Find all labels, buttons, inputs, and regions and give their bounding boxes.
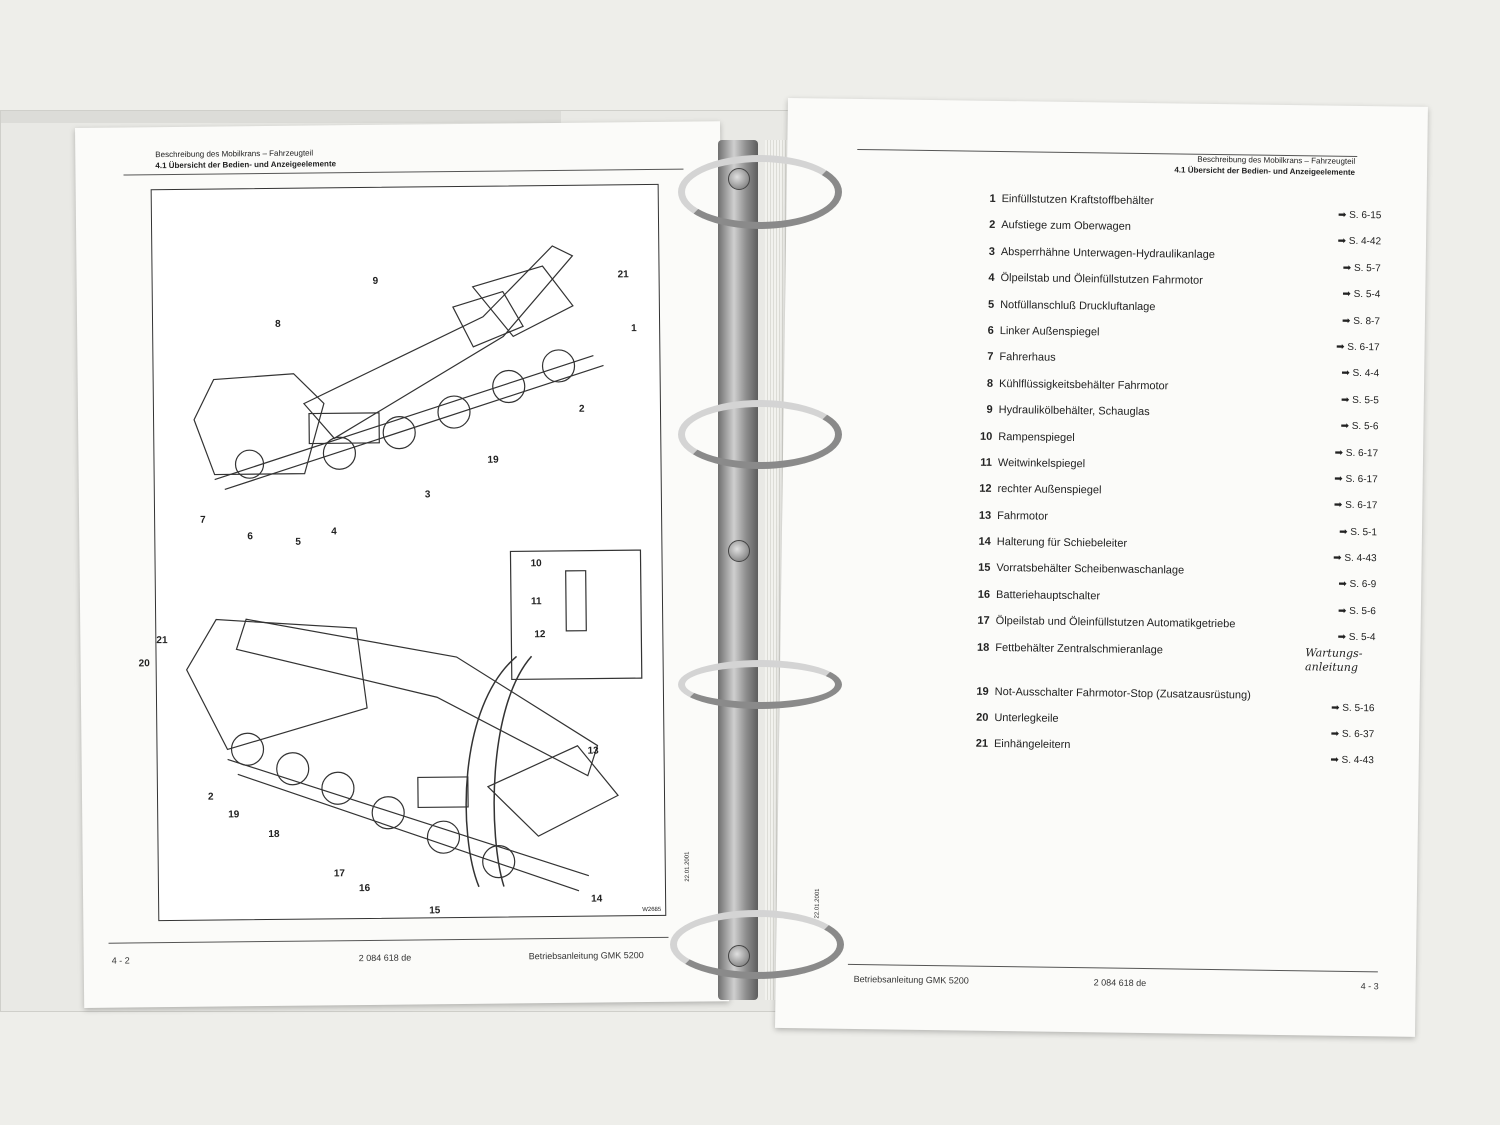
left-header-line2: 4.1 Übersicht der Bedien- und Anzeigeele… [155, 159, 337, 171]
left-header: Beschreibung des Mobilkrans – Fahrzeugte… [155, 147, 336, 171]
callout-bottom-21: 21 [156, 635, 168, 647]
callout-top-3: 3 [424, 489, 431, 501]
callout-bottom-18: 18 [268, 828, 280, 841]
binder-ring [678, 155, 842, 229]
callout-bottom-14: 14 [591, 893, 603, 905]
callout-bottom-15: 15 [429, 905, 441, 917]
callout-bottom-16: 16 [358, 882, 371, 895]
callout-bottom-12: 12 [534, 629, 546, 641]
callout-bottom-19: 19 [228, 809, 240, 821]
right-footer-rule [847, 963, 1378, 973]
left-side-date: 22.01.2001 [684, 851, 691, 882]
crane-illustration [185, 245, 643, 892]
left-footer-rule [108, 936, 669, 944]
callout-bottom-17: 17 [333, 868, 346, 880]
callout-top-1: 1 [631, 323, 637, 335]
crane-figure: 9 8 21 1 2 19 3 7 6 5 4 10 11 12 21 20 2… [139, 183, 667, 922]
callout-bottom-11: 11 [530, 596, 542, 608]
right-header-line2: 4.1 Übersicht der Bedien- und Anzeigeele… [1174, 165, 1356, 177]
callout-top-7: 7 [200, 514, 206, 526]
figure-code: W2685 [642, 906, 662, 914]
callout-top-6: 6 [247, 531, 253, 543]
callout-bottom-10: 10 [530, 558, 542, 570]
right-footer-page: 4 - 3 [1360, 981, 1379, 992]
binder-ring [678, 400, 842, 469]
right-footer-title: Betriebsanleitung GMK 5200 [853, 974, 969, 986]
handwritten-ref: Wartungs-anleitung [1305, 645, 1363, 674]
right-header: Beschreibung des Mobilkrans – Fahrzeugte… [1174, 153, 1355, 178]
callout-top-19: 19 [487, 454, 499, 466]
callout-top-8: 8 [275, 318, 281, 330]
right-footer-doc: 2 084 618 de [1093, 977, 1147, 989]
callout-bottom-20: 20 [138, 658, 150, 670]
right-side-date: 22.01.2001 [814, 888, 821, 919]
right-page: Beschreibung des Mobilkrans – Fahrzeugte… [775, 98, 1428, 1037]
binder-spine [718, 140, 758, 1000]
left-footer-page: 4 - 2 [111, 955, 130, 966]
right-header-rule [857, 148, 1358, 157]
callout-top-9: 9 [372, 275, 379, 287]
callout-top-2: 2 [578, 403, 585, 415]
callout-bottom-2: 2 [207, 791, 214, 803]
callout-top-4: 4 [331, 526, 337, 538]
callout-top-5: 5 [295, 536, 301, 548]
binder-rivet [728, 540, 750, 562]
callout-bottom-13: 13 [587, 745, 599, 757]
binder-edge [1, 111, 561, 123]
left-footer-title: Betriebsanleitung GMK 5200 [528, 950, 644, 962]
binder-ring [678, 660, 842, 709]
binder-ring [670, 910, 844, 979]
left-page: Beschreibung des Mobilkrans – Fahrzeugte… [75, 121, 730, 1008]
callout-top-21: 21 [617, 269, 629, 281]
left-footer-doc: 2 084 618 de [358, 952, 412, 964]
